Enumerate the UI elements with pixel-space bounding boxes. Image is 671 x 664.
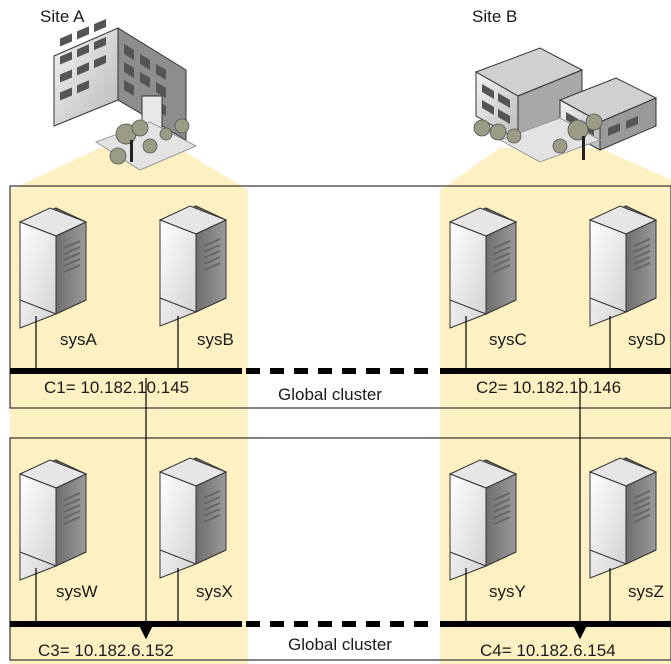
network-bar-site-a-top <box>10 368 242 374</box>
c2-address: C2= 10.182.10.146 <box>476 378 621 397</box>
server-label-sysB: sysB <box>197 330 234 349</box>
server-label-sysZ: sysZ <box>628 582 664 601</box>
c4-address: C4= 10.182.6.154 <box>480 641 616 660</box>
global-cluster-label-bottom: Global cluster <box>288 635 392 654</box>
network-bar-site-b-bottom <box>440 621 671 627</box>
network-bar-site-a-bottom <box>10 621 242 627</box>
server-label-sysW: sysW <box>56 582 98 601</box>
server-label-sysA: sysA <box>60 330 98 349</box>
top-cluster-frame <box>9 185 671 409</box>
site-a-label: Site A <box>40 7 85 26</box>
global-cluster-label-top: Global cluster <box>278 385 382 404</box>
building-icon <box>473 47 658 163</box>
server-label-sysX: sysX <box>196 582 233 601</box>
server-label-sysY: sysY <box>489 582 526 601</box>
site-b-label: Site B <box>472 7 517 26</box>
server-label-sysD: sysD <box>628 330 666 349</box>
building-icon <box>53 19 198 171</box>
bottom-cluster-frame <box>9 437 671 661</box>
c1-address: C1= 10.182.10.145 <box>44 378 189 397</box>
network-bar-site-b-top <box>440 368 671 374</box>
c3-address: C3= 10.182.6.152 <box>38 641 174 660</box>
server-label-sysC: sysC <box>489 330 527 349</box>
